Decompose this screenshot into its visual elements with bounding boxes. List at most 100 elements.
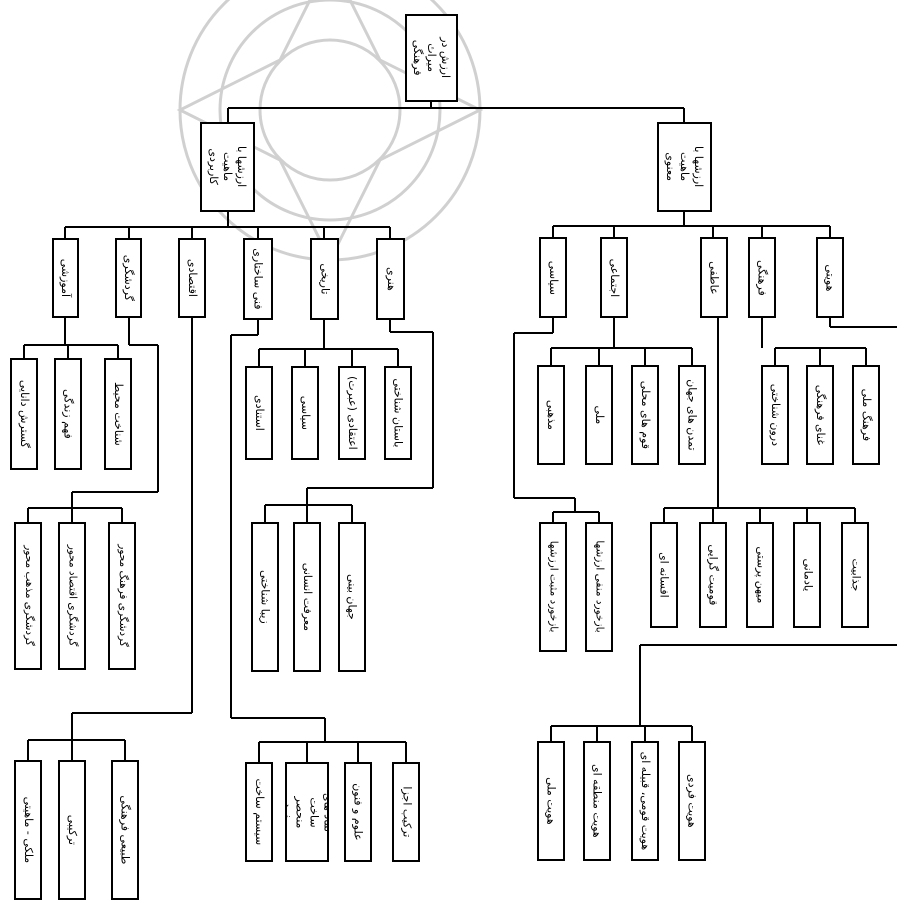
leaf-label: غنای فرهنگی bbox=[813, 385, 827, 445]
leaf-label: قوم های محلی bbox=[638, 381, 652, 449]
node-label: سیاسی bbox=[546, 260, 560, 294]
leaf-fahm-zendegi: فهم زندگی bbox=[54, 358, 82, 470]
leaf-bazkhord-mosbat: بازخورد مثبت ارزشها bbox=[539, 522, 567, 652]
leaf-label: باستان شناختی bbox=[391, 378, 405, 447]
leaf-bastan-shenakhti: باستان شناختی bbox=[384, 366, 412, 460]
node-farhangi: فرهنگی bbox=[748, 237, 776, 318]
node-spiritual-values: ارزشها با ماهیت معنوی bbox=[657, 122, 712, 212]
leaf-label: میهن پرستی bbox=[753, 547, 767, 604]
leaf-label: نماد های ساخت منحصر بفرد bbox=[285, 792, 329, 832]
node-honari: هنری bbox=[376, 238, 405, 320]
leaf-label: ترکیبی bbox=[65, 815, 79, 845]
leaf-tarkib-ajza: ترکیب اجزا bbox=[392, 762, 420, 862]
leaf-label: گردشگری فرهنگ محور bbox=[115, 545, 128, 648]
leaf-label: بازخورد مثبت ارزشها bbox=[546, 541, 559, 633]
leaf-label: جهان بینی bbox=[345, 574, 359, 620]
leaf-label: فرهنگ ملی bbox=[859, 389, 873, 442]
leaf-bazkhord-manfi: بازخورد منفی ارزشها bbox=[585, 522, 613, 652]
leaf-ghanaye-farhangi: غنای فرهنگی bbox=[806, 365, 834, 465]
leaf-label: بازخورد منفی ارزشها bbox=[592, 541, 605, 633]
leaf-jazzabiat: جذابیت bbox=[841, 522, 869, 628]
leaf-tabiei-farhangi: طبیعی فرهنگی bbox=[111, 760, 139, 900]
leaf-ziba-shenakhti: زیبا شناختی bbox=[251, 522, 279, 672]
leaf-melki-mahiyati: ملکی - ماهیتی bbox=[14, 760, 42, 900]
leaf-label: هویت فردی bbox=[685, 774, 699, 828]
node-label: هویتی bbox=[823, 264, 837, 291]
node-label: آموزشی bbox=[59, 259, 73, 297]
leaf-eteqadi: اعتقادی (عبرت) bbox=[338, 366, 366, 460]
leaf-label: طبیعی فرهنگی bbox=[118, 795, 132, 864]
leaf-estenadi: استنادی bbox=[245, 366, 273, 460]
node-label: فنی ساختاری bbox=[251, 248, 265, 309]
leaf-marefat-ensani: معرفت انسانی bbox=[293, 522, 321, 672]
leaf-label: ترکیب اجزا bbox=[399, 787, 413, 838]
leaf-label: ملی bbox=[592, 406, 606, 425]
leaf-label: جذابیت bbox=[848, 559, 862, 592]
node-eqtesadi: اقتصادی bbox=[178, 238, 206, 318]
leaf-label: ملکی - ماهیتی bbox=[21, 797, 35, 864]
leaf-farhang-melli: فرهنگ ملی bbox=[852, 365, 880, 465]
leaf-label: هویت قومی، قبیله ای bbox=[638, 752, 652, 851]
leaf-label: گردشگری اقتصاد محور bbox=[65, 545, 78, 647]
leaf-heviyat-fardi: هویت فردی bbox=[678, 741, 706, 861]
node-gardeshgari: گردشگری bbox=[115, 238, 142, 318]
node-atefi: عاطفی bbox=[700, 237, 728, 318]
leaf-afsaneyi: افسانه ای bbox=[650, 522, 678, 628]
leaf-label: شناخت محیط bbox=[111, 382, 125, 446]
leaf-tarkibi: ترکیبی bbox=[58, 760, 86, 900]
node-spiritual-values-label: ارزشها با ماهیت معنوی bbox=[664, 142, 705, 193]
leaf-label: معرفت انسانی bbox=[300, 563, 314, 631]
leaf-gardeshgari-mazhab: گردشگری مذهب محور bbox=[14, 522, 42, 670]
node-label: تاریخی bbox=[318, 263, 332, 294]
node-label: اقتصادی bbox=[185, 259, 199, 297]
root-node: ارزش در میراث فرهنگی bbox=[405, 14, 458, 102]
root-label: ارزش در میراث فرهنگی bbox=[411, 34, 452, 83]
leaf-yadmani: یادمانی bbox=[793, 522, 821, 628]
leaf-label: سیاسی bbox=[298, 396, 312, 430]
leaf-label: هویت ملی bbox=[544, 777, 558, 825]
leaf-label: درون شناختی bbox=[768, 384, 782, 446]
leaf-darun-shenakhti: درون شناختی bbox=[761, 365, 789, 465]
leaf-label: علوم و فنون bbox=[351, 783, 365, 840]
leaf-label: قومیت گرایی bbox=[706, 544, 720, 605]
node-fani-sakhtari: فنی ساختاری bbox=[243, 238, 273, 320]
leaf-label: اعتقادی (عبرت) bbox=[345, 376, 359, 450]
leaf-gardeshgari-eqtesad: گردشگری اقتصاد محور bbox=[58, 522, 86, 670]
leaf-melli: ملی bbox=[585, 365, 613, 465]
node-heviyati: هویتی bbox=[816, 237, 844, 318]
node-label: گردشگری bbox=[122, 255, 136, 301]
node-label: هنری bbox=[384, 267, 398, 291]
node-label: فرهنگی bbox=[755, 260, 769, 296]
node-label: اجتماعی bbox=[607, 258, 621, 297]
leaf-system-sakht: سیستم ساخت bbox=[245, 762, 273, 862]
node-ejtemaei: اجتماعی bbox=[600, 237, 628, 318]
leaf-heviyat-qowmi: هویت قومی، قبیله ای bbox=[631, 741, 659, 861]
leaf-label: فهم زندگی bbox=[61, 389, 75, 439]
leaf-qowmiyat-gerayi: قومیت گرایی bbox=[699, 522, 727, 628]
leaf-qoum-mahalli: قوم های محلی bbox=[631, 365, 659, 465]
leaf-jahan-bini: جهان بینی bbox=[338, 522, 366, 672]
leaf-tamadon-jahan: تمدن های جهان bbox=[678, 365, 706, 465]
leaf-label: زیبا شناختی bbox=[258, 570, 272, 624]
leaf-heviyat-mantaqei: هویت منطقه ای bbox=[583, 741, 611, 861]
leaf-label: سیستم ساخت bbox=[252, 779, 266, 846]
node-siasi: سیاسی bbox=[539, 237, 567, 318]
leaf-label: مذهبی bbox=[544, 400, 558, 430]
node-applied-values: ارزشها با ماهیت کاربردی bbox=[200, 122, 255, 212]
leaf-label: هویت منطقه ای bbox=[590, 764, 604, 838]
leaf-label: یادمانی bbox=[800, 559, 814, 592]
node-tarikhi: تاریخی bbox=[310, 238, 339, 320]
leaf-label: تمدن های جهان bbox=[685, 379, 699, 450]
leaf-olum-fonun: علوم و فنون bbox=[344, 762, 372, 862]
leaf-mihan-parasti: میهن پرستی bbox=[746, 522, 774, 628]
leaf-namad-sakht: نماد های ساخت منحصر بفرد bbox=[285, 762, 329, 862]
leaf-heviyat-melli: هویت ملی bbox=[537, 741, 565, 861]
leaf-gardeshgari-farhang: گردشگری فرهنگ محور bbox=[108, 522, 136, 670]
leaf-label: افسانه ای bbox=[657, 552, 671, 598]
leaf-gostaresh-danaei: گسترش دانایی bbox=[10, 358, 38, 470]
node-applied-values-label: ارزشها با ماهیت کاربردی bbox=[207, 142, 248, 193]
leaf-label: استنادی bbox=[252, 395, 266, 431]
leaf-label: گسترش دانایی bbox=[17, 380, 31, 448]
leaf-shenakht-mohit: شناخت محیط bbox=[104, 358, 132, 470]
node-amoozeshi: آموزشی bbox=[52, 238, 79, 318]
